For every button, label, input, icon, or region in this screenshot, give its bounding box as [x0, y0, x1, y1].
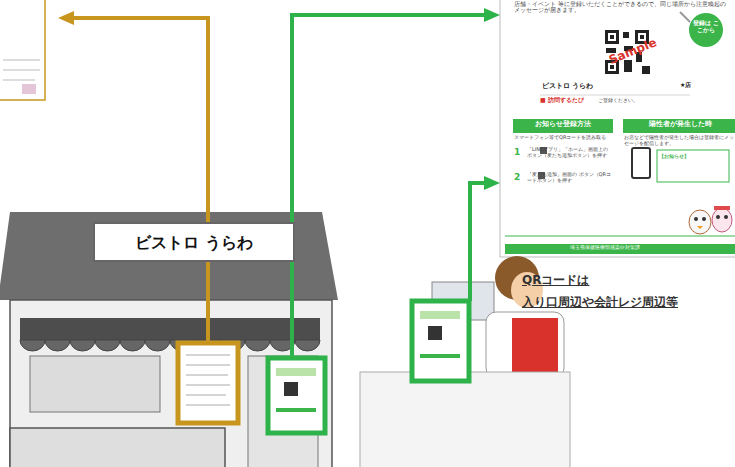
message-box: [657, 150, 729, 182]
awning: [20, 318, 320, 340]
poster-band: [276, 408, 316, 412]
arrow-head: [58, 11, 74, 25]
register-badge: [689, 13, 723, 47]
qr-poster-entrance: [268, 358, 325, 433]
shop-door: [248, 356, 318, 467]
node-text: 1: [514, 147, 524, 157]
node-text: 陽性者が発生した時: [623, 121, 735, 128]
flyer-lines: [3, 60, 40, 80]
node-text: ビストロ うらわ: [95, 234, 293, 252]
phone-icon: [632, 148, 650, 178]
node-text: お知らせ登録方法: [513, 121, 613, 128]
pointer-arrow: [72, 18, 208, 343]
pointer-arrow: [292, 15, 486, 358]
node-text: 登録は ここから: [691, 20, 721, 34]
node-text: 「LINEアプリ」「ホーム」画面上の ボタン（友だち追加ボタン）を押す: [527, 147, 612, 159]
node-text: 2: [514, 172, 524, 182]
node-text: 店舗・イベント 等に登録いただくことができるので、同じ場所から注意喚起のメッセー…: [514, 1, 729, 14]
flyer-lines: [186, 355, 230, 405]
node-text: お店などで陽性者が発生した場合は登録者にメッセージを配信します。: [624, 135, 735, 147]
node-text: ビストロ うらわ: [542, 82, 612, 90]
node-text: 【お知らせ】: [659, 154, 727, 160]
footer-rule: [505, 236, 735, 237]
roof: [0, 212, 338, 300]
note-label: QRコードは: [522, 272, 589, 289]
node-text: スマートフォン等でQRコードを読み取る: [514, 135, 614, 141]
qr-poster-register: [412, 301, 469, 381]
node-text: ご登録ください。: [598, 98, 678, 104]
building-wall: [10, 300, 332, 467]
mini-qr: [428, 326, 442, 340]
node-text: Sample: [607, 36, 659, 68]
planter-base: [10, 428, 225, 467]
flyer-picture: [22, 84, 36, 94]
arrow-head: [484, 8, 500, 22]
node-text: 「友だち追加」画面の ボタン（QRコードボタン）を押す: [527, 172, 612, 184]
clerk-body: [486, 312, 564, 378]
node-text: 埼玉県保健医療部感染症対策課: [570, 245, 690, 251]
header-bar: [513, 119, 613, 133]
mascots: [689, 206, 732, 234]
header-bar: [623, 119, 735, 133]
poster-sheet: [500, 0, 735, 257]
note-label: 入り口周辺や会計レジ周辺等: [522, 294, 678, 311]
arrow-head: [484, 176, 500, 190]
shop-window: [30, 356, 160, 412]
node-text: ★店: [680, 82, 710, 89]
poster-title: [276, 368, 316, 376]
flyer-on-shop: [178, 343, 238, 423]
footer-bar: [505, 244, 735, 254]
node-text: ■ 訪問するたび: [540, 97, 600, 104]
awning-scallops: [20, 340, 320, 351]
name-underline: [540, 95, 690, 96]
mini-qr: [284, 382, 298, 396]
clerk-apron: [512, 318, 558, 378]
poster-band: [420, 354, 460, 358]
badge-pointer: [680, 12, 690, 22]
counter: [360, 372, 570, 467]
flyer-document: [0, 0, 45, 100]
poster-title: [420, 311, 460, 319]
pointer-arrow: [470, 183, 486, 301]
qr-poster: 店舗・イベント 等に登録いただくことができるので、同じ場所から注意喚起のメッセー…: [500, 0, 735, 257]
shop-sign: ビストロ うらわ: [93, 222, 295, 262]
